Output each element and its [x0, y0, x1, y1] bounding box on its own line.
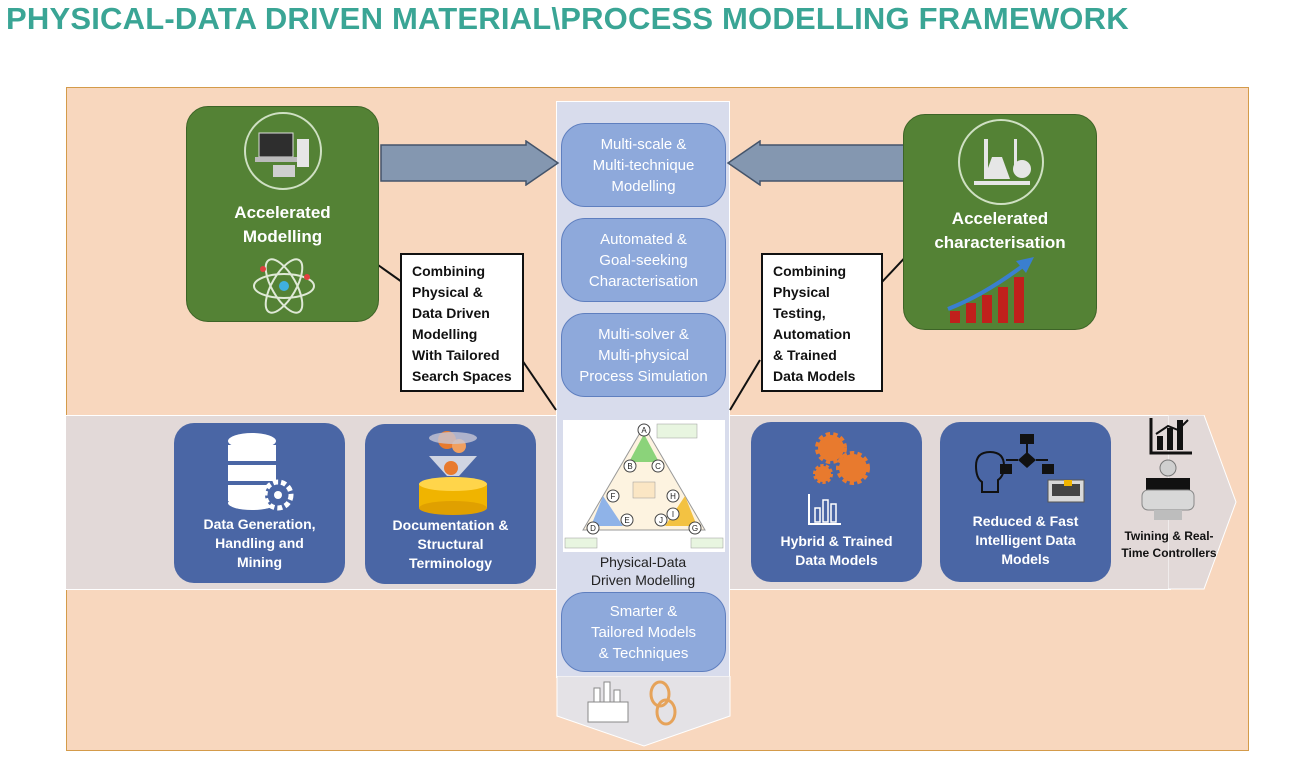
node-a	[637, 423, 651, 437]
hybrid-trained-label: Hybrid & Trained Data Models	[780, 533, 893, 568]
arrow-left-to-center	[380, 140, 560, 186]
node-f-label: F	[611, 492, 616, 501]
bottom-icons	[587, 680, 677, 726]
node-d	[586, 521, 600, 535]
physical-data-diagram: A B C D E F G H I J	[563, 420, 725, 552]
node-g	[688, 521, 702, 535]
node-h-label: H	[670, 492, 676, 501]
multi-scale-oval: Multi-scale & Multi-technique Modelling	[561, 123, 726, 207]
node-g-label: G	[692, 524, 698, 533]
node-j-label: J	[659, 516, 663, 525]
node-b	[623, 459, 637, 473]
node-f	[606, 489, 620, 503]
node-b-label: B	[627, 462, 632, 471]
page-title: PHYSICAL-DATA DRIVEN MATERIAL\PROCESS MO…	[6, 1, 1129, 36]
reduced-fast-label: Reduced & Fast Intelligent Data Models	[972, 513, 1079, 567]
growth-chart-icon	[947, 257, 1034, 323]
atom-icon	[253, 258, 315, 314]
accelerated-modelling-label: Accelerated Modelling	[234, 203, 331, 246]
accelerated-characterisation-label: Accelerated characterisation	[934, 209, 1066, 252]
laboratory-icon	[958, 119, 1044, 205]
hybrid-center-tag	[632, 481, 656, 499]
accelerated-characterisation-box: Accelerated characterisation	[903, 114, 1097, 330]
gears-chart-icon	[808, 432, 870, 525]
chain-icon	[649, 680, 677, 726]
process-model-tag	[690, 537, 724, 549]
band-arrow-head	[1168, 415, 1237, 590]
node-a-label: A	[641, 426, 647, 435]
data-generation-box: Data Generation, Handling and Mining	[174, 423, 345, 583]
node-e-label: E	[624, 516, 629, 525]
ai-flowchart-icon	[974, 434, 1085, 503]
node-c	[651, 459, 665, 473]
factory-icon	[587, 681, 629, 723]
multi-scale-label: Multi-scale & Multi-technique Modelling	[592, 135, 695, 195]
data-generation-label: Data Generation, Handling and Mining	[203, 516, 316, 570]
arrow-right-to-center	[726, 140, 906, 186]
data-model-tag	[564, 537, 598, 549]
node-h	[666, 489, 680, 503]
triangle-diagram-svg: A B C D E F G H I J	[564, 423, 724, 549]
robot-icon	[1141, 459, 1195, 520]
multi-solver-label: Multi-solver & Multi-physical Process Si…	[579, 325, 708, 385]
documentation-box: Documentation & Structural Terminology	[365, 424, 536, 584]
documentation-label: Documentation & Structural Terminology	[392, 517, 509, 571]
funnel-icon	[419, 431, 487, 515]
database-gear-icon	[228, 433, 294, 511]
node-d-label: D	[590, 524, 596, 533]
physical-data-label: Physical-Data Driven Modelling	[590, 554, 696, 588]
node-i-label: I	[672, 510, 674, 519]
computer-icon	[244, 112, 322, 190]
automated-oval: Automated & Goal-seeking Characterisatio…	[561, 218, 726, 302]
node-j	[654, 513, 668, 527]
accelerated-modelling-box: Accelerated Modelling	[186, 106, 379, 322]
node-e	[620, 513, 634, 527]
multi-solver-oval: Multi-solver & Multi-physical Process Si…	[561, 313, 726, 397]
automated-label: Automated & Goal-seeking Characterisatio…	[588, 230, 699, 290]
smarter-oval: Smarter & Tailored Models & Techniques	[561, 592, 726, 672]
hybrid-trained-box: Hybrid & Trained Data Models	[751, 422, 922, 582]
node-i	[666, 507, 680, 521]
twinning-label: Twining & Real- Time Controllers	[1121, 529, 1217, 560]
smarter-label: Smarter & Tailored Models & Techniques	[590, 602, 697, 662]
bar-chart-icon	[1149, 418, 1192, 455]
reduced-fast-box: Reduced & Fast Intelligent Data Models	[940, 422, 1111, 582]
right-callout: Combining Physical Testing, Automation &…	[761, 253, 883, 392]
physical-model-tag	[656, 423, 698, 439]
left-callout: Combining Physical & Data Driven Modelli…	[400, 253, 524, 392]
node-c-label: C	[655, 462, 661, 471]
